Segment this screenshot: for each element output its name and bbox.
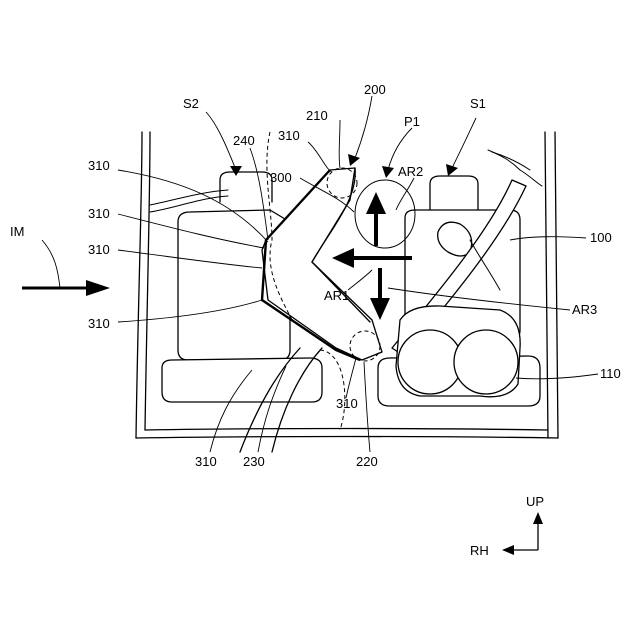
arrow-ar1 [332,248,412,268]
label-210: 210 [306,108,328,123]
label-rh: RH [470,543,489,558]
label-310-bottom: 310 [336,396,358,411]
label-200: 200 [364,82,386,97]
label-ar1: AR1 [324,288,349,303]
label-s2: S2 [183,96,199,111]
label-310-left-1: 310 [88,158,110,173]
arrow-ar2 [366,192,386,246]
label-ar3: AR3 [572,302,597,317]
label-300: 300 [270,170,292,185]
label-310-left-2: 310 [88,206,110,221]
label-310-top: 310 [278,128,300,143]
label-220: 220 [356,454,378,469]
label-110: 110 [600,366,621,381]
twin-discs-110 [396,306,520,397]
label-310-bottom-left: 310 [195,454,217,469]
direction-indicator [502,512,543,555]
label-im: IM [10,224,24,239]
label-p1: P1 [404,114,420,129]
arrow-ar3 [370,268,390,320]
label-100: 100 [590,230,612,245]
label-s1: S1 [470,96,486,111]
label-230: 230 [243,454,265,469]
label-240: 240 [233,133,255,148]
label-310-left-3: 310 [88,242,110,257]
label-up: UP [526,494,544,509]
label-310-left-4: 310 [88,316,110,331]
label-ar2: AR2 [398,164,423,179]
